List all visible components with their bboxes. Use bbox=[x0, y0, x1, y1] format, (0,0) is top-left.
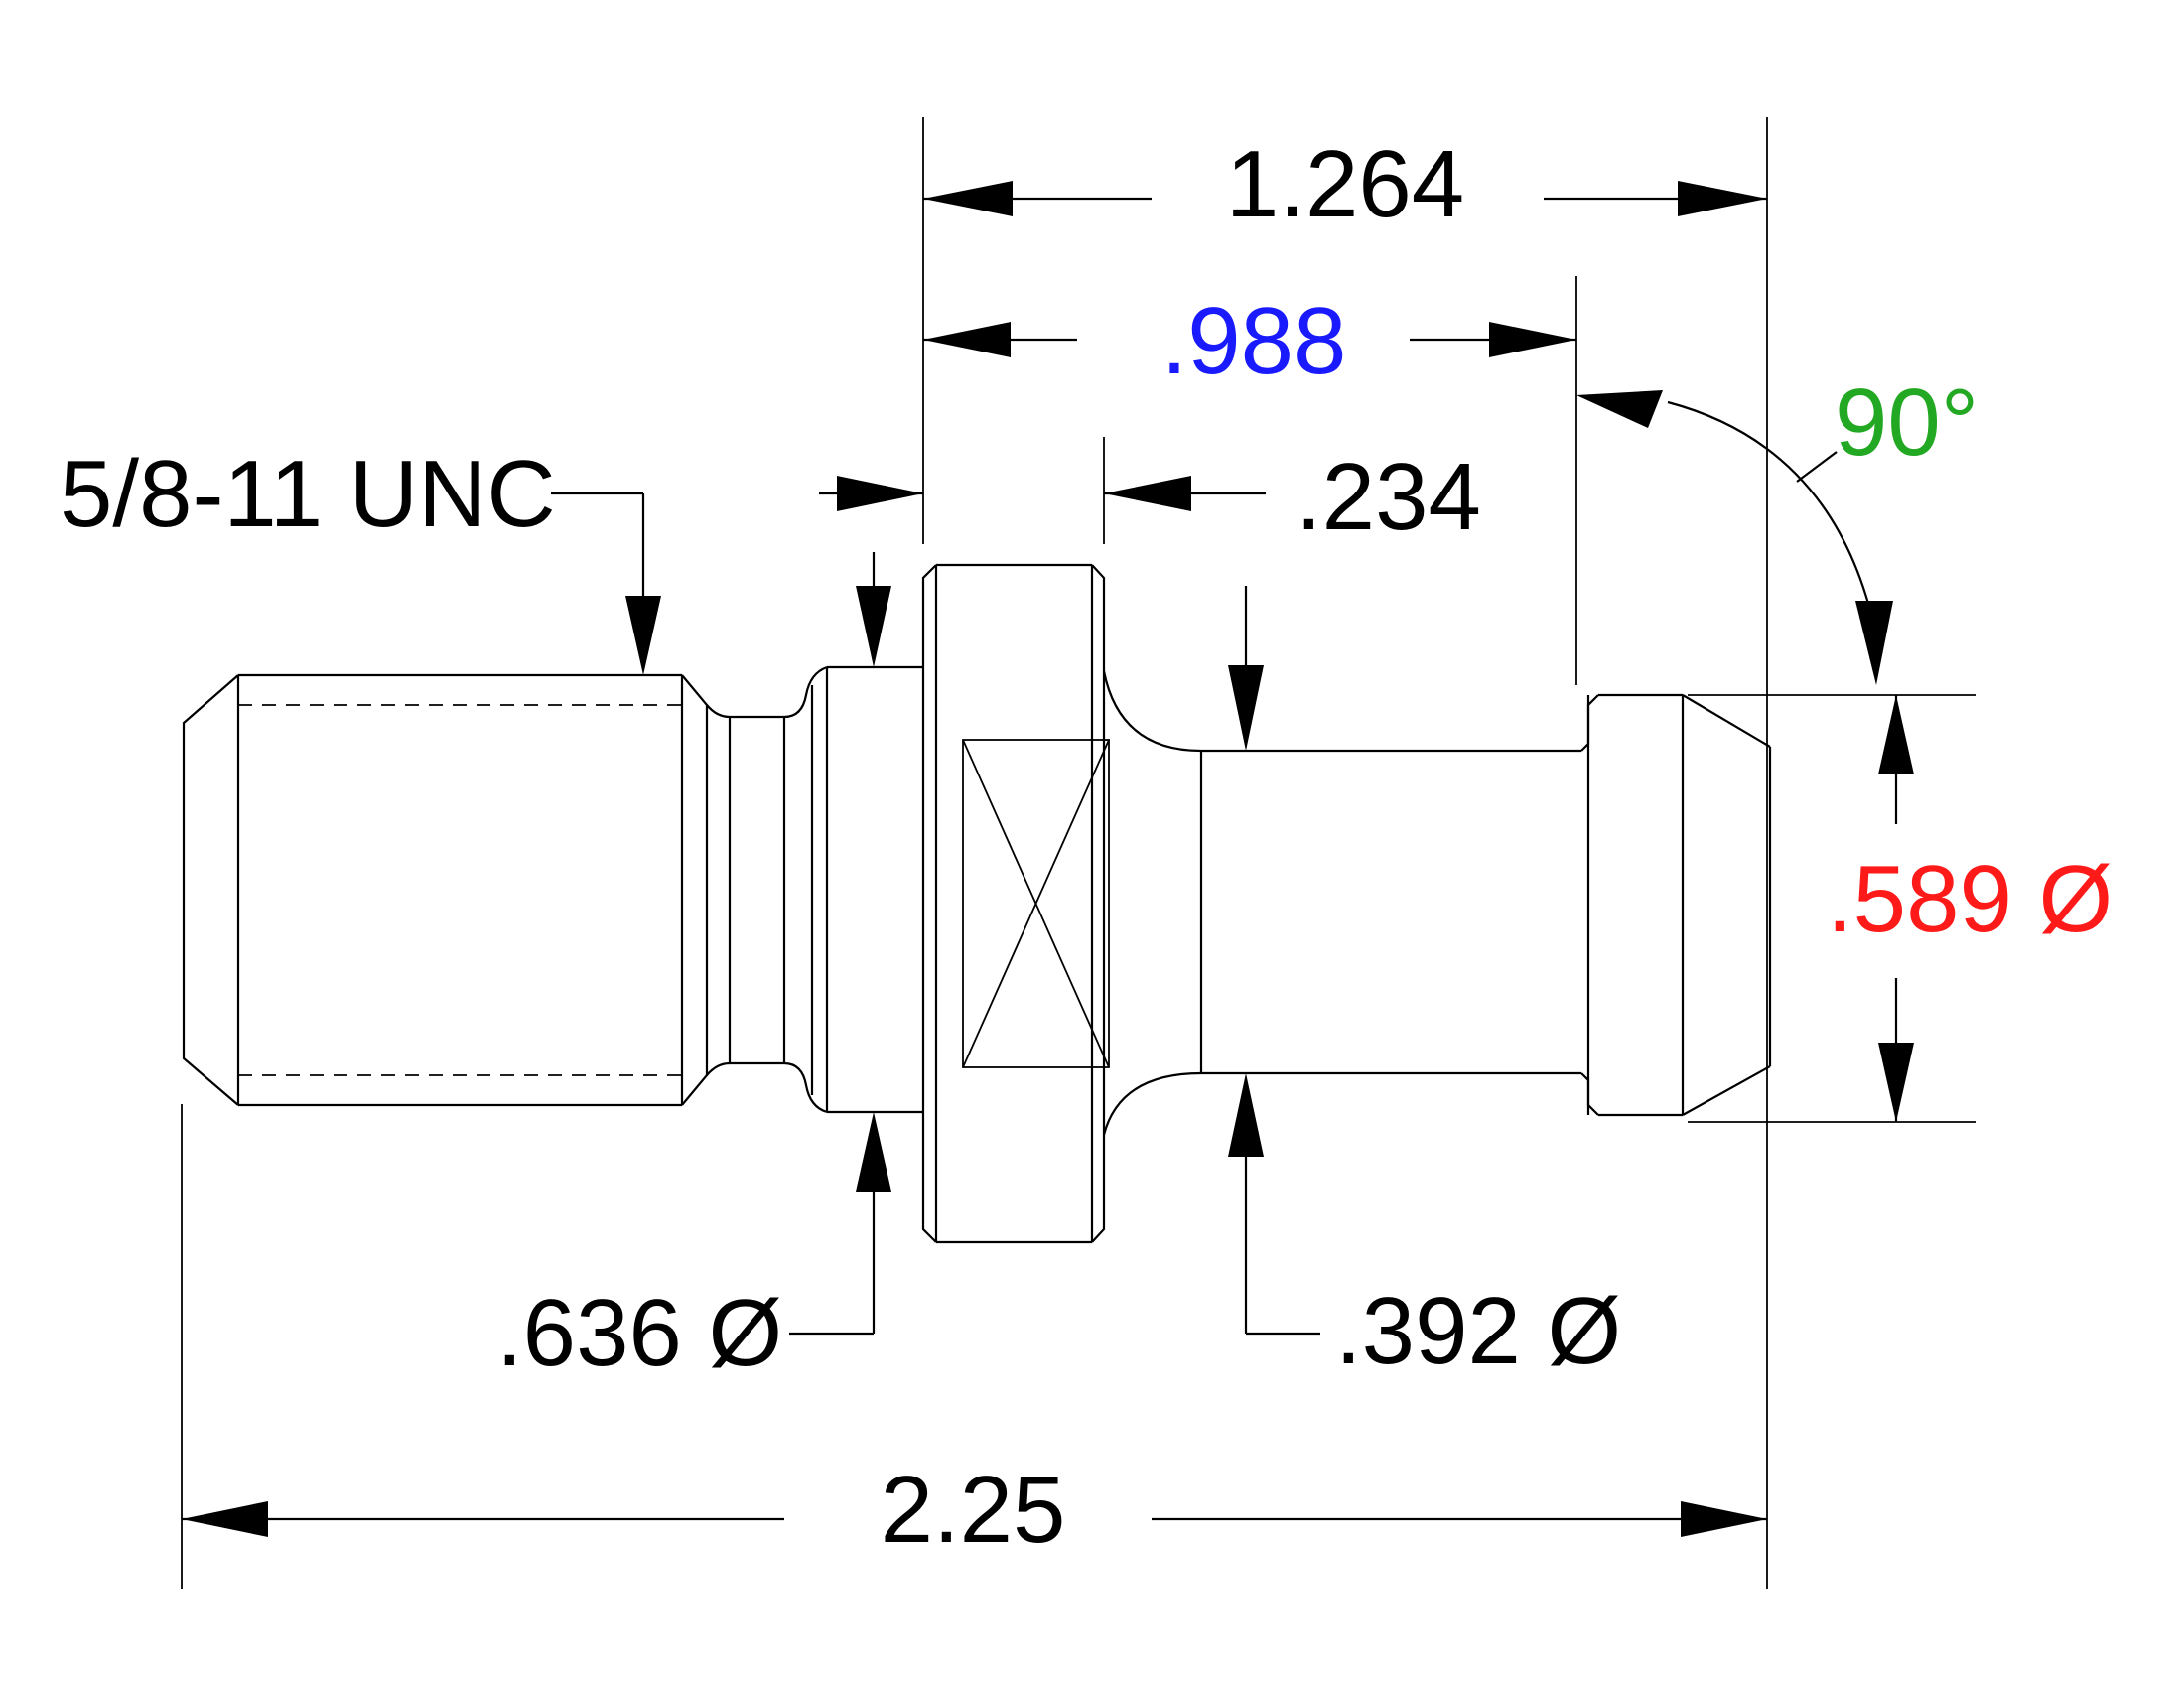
dimension-1-264-label: 1.264 bbox=[1226, 131, 1464, 237]
dimension-angle: 90° bbox=[1576, 369, 1979, 685]
collar bbox=[825, 665, 923, 1114]
thread-callout-label: 5/8-11 UNC bbox=[60, 441, 556, 547]
wrench-flats bbox=[962, 739, 1110, 1068]
dimension-neck-diameter: .392 Ø bbox=[1228, 586, 1621, 1384]
dimension-988-label: .988 bbox=[1161, 288, 1347, 394]
dimension-2-25-label: 2.25 bbox=[881, 1457, 1066, 1563]
dimension-head-diameter-label: .589 Ø bbox=[1827, 846, 2113, 952]
dimension-head-diameter: .589 Ø bbox=[1827, 695, 2113, 1122]
neck bbox=[1102, 670, 1590, 1136]
dimension-988: .988 bbox=[923, 288, 1576, 394]
dimension-angle-label: 90° bbox=[1835, 369, 1979, 476]
threaded-section bbox=[182, 673, 709, 1107]
dimension-collar-diameter: .636 Ø bbox=[496, 552, 891, 1386]
dimension-collar-diameter-label: .636 Ø bbox=[496, 1280, 782, 1386]
dimension-1-264: 1.264 bbox=[923, 131, 1767, 237]
part-outline bbox=[182, 563, 1772, 1244]
flange bbox=[921, 563, 1110, 1244]
relief-groove bbox=[706, 665, 828, 1114]
head bbox=[1586, 693, 1772, 1117]
extension-lines bbox=[181, 117, 1976, 1589]
dimension-neck-diameter-label: .392 Ø bbox=[1335, 1278, 1621, 1384]
dimension-234-label: .234 bbox=[1296, 444, 1481, 550]
dimension-234: .234 bbox=[819, 444, 1481, 550]
dimension-2-25: 2.25 bbox=[182, 1457, 1767, 1563]
thread-callout: 5/8-11 UNC bbox=[60, 441, 661, 675]
